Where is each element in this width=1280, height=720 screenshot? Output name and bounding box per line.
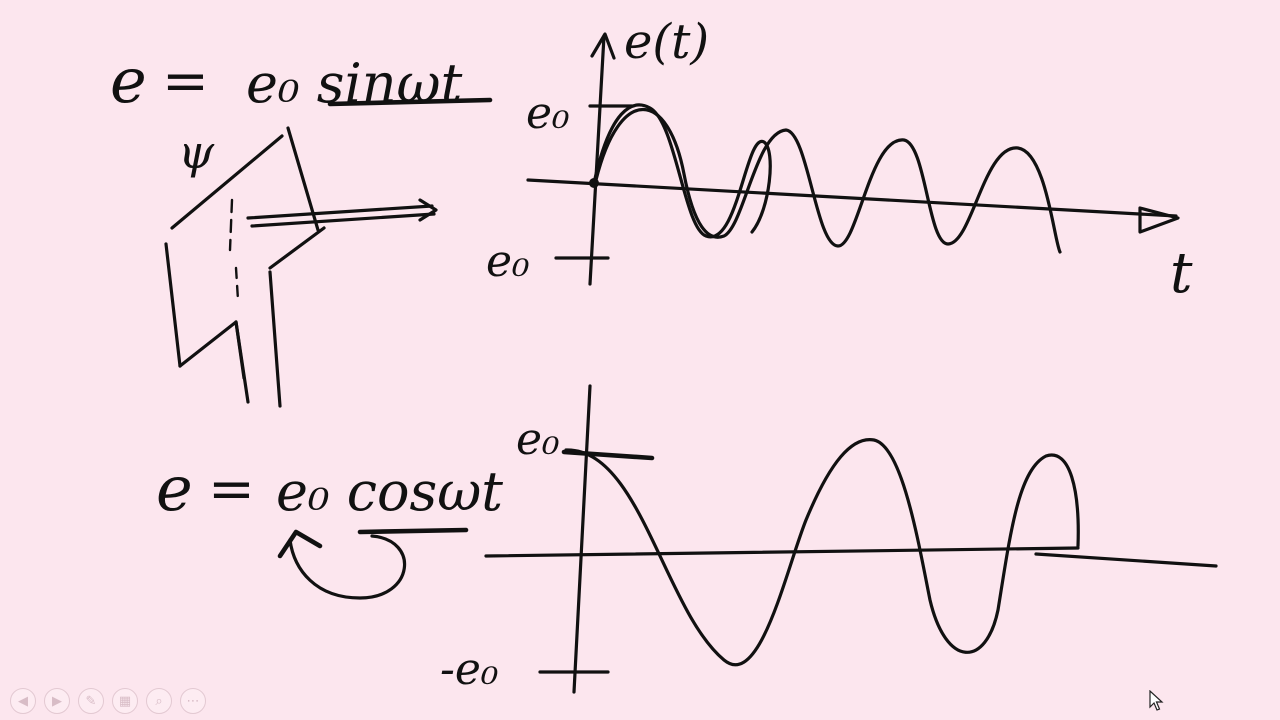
previous-icon[interactable]: ◀ (10, 688, 36, 714)
coil-sketch (164, 126, 438, 408)
bottom-graph-pos-peak-label: e₀ (516, 414, 560, 465)
presentation-toolbar: ◀ ▶ ✎ ▦ ⌕ ⋯ (10, 688, 206, 714)
bottom-equation-underline (357, 527, 469, 535)
top-equation-underline (327, 97, 493, 107)
bottom-graph-x-axis (484, 546, 1080, 558)
more-icon[interactable]: ⋯ (180, 688, 206, 714)
next-icon[interactable]: ▶ (44, 688, 70, 714)
top-graph-pos-peak-label: e₀ (526, 88, 570, 139)
bottom-equation-equals: = (208, 457, 255, 522)
top-equation: e = e₀ sinωt (110, 44, 493, 117)
top-graph-sine-trace-1 (592, 103, 772, 239)
flux-psi-label: ψ (178, 125, 215, 179)
top-graph-neg-peak-label: e₀ (486, 236, 530, 287)
top-graph-sine-trace-2 (594, 107, 1062, 254)
bottom-equation-rhs: e₀ cosωt (276, 460, 503, 523)
bottom-graph-cosine-trace (564, 438, 1080, 667)
top-graph-x-axis (526, 178, 1178, 218)
slides-icon[interactable]: ▦ (112, 688, 138, 714)
top-graph: e(t) t e₀ e₀ (486, 14, 1193, 306)
mouse-cursor-icon (1149, 690, 1164, 711)
top-equation-lhs: e (110, 44, 147, 117)
zoom-icon[interactable]: ⌕ (146, 688, 172, 714)
top-graph-x-label: t (1170, 241, 1193, 306)
bottom-equation: e = e₀ cosωt (156, 452, 503, 600)
bottom-graph-pos-tick (561, 449, 655, 461)
top-graph-y-label: e(t) (624, 14, 709, 70)
pen-icon[interactable]: ✎ (78, 688, 104, 714)
bottom-equation-lhs: e (156, 452, 193, 525)
bottom-graph: e₀ -e₀ (440, 384, 1218, 695)
bottom-equation-curved-arrow (288, 534, 407, 600)
top-graph-y-axis (588, 34, 606, 286)
bottom-graph-y-axis (572, 384, 592, 694)
top-equation-equals: = (162, 49, 209, 114)
bottom-graph-neg-peak-label: -e₀ (440, 644, 499, 695)
